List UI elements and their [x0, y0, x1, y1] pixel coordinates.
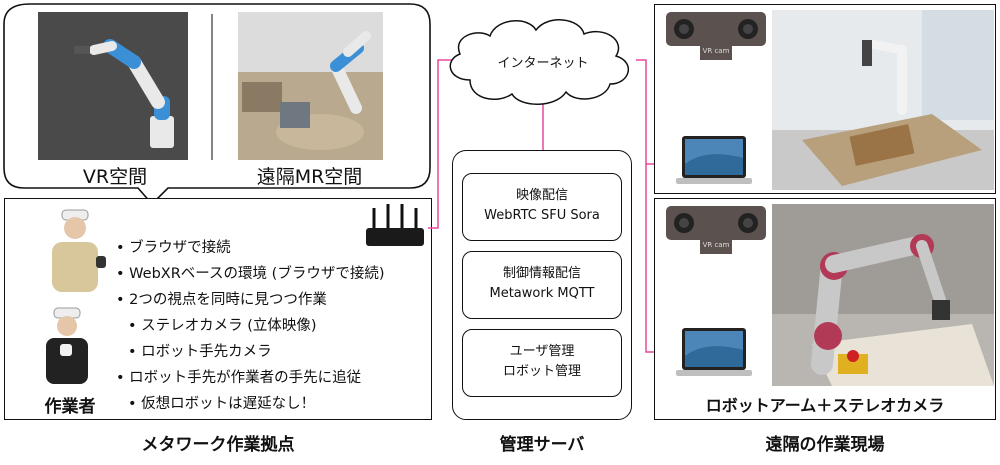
caption-management-server: 管理サーバ — [499, 435, 585, 455]
operator-standing-figure — [46, 307, 88, 384]
operator-seated-image — [40, 206, 108, 296]
robot-arm-stereo-label: ロボットアーム＋ステレオカメラ — [705, 396, 945, 415]
bullet-follow-hand: • ロボット手先が作業者の手先に追従 — [116, 370, 362, 386]
stereo-camera-bottom: VR cam — [664, 204, 768, 256]
operator-label: 作業者 — [44, 397, 96, 417]
bullet-webxr: • WebXRベースの環境 (ブラウザで接続) — [116, 266, 385, 282]
laptop-top — [676, 134, 752, 190]
robot-arm-illustration — [74, 39, 174, 148]
laptop-graphic-bottom — [676, 328, 752, 376]
stereo-camera-top: VR cam — [664, 10, 768, 62]
camera-brand-top: VR cam — [702, 47, 730, 55]
remote-mr-label: 遠隔MR空間 — [256, 166, 363, 188]
internet-label: インターネット — [497, 56, 589, 71]
stereo-camera-graphic-bottom — [666, 206, 766, 254]
bullet-browser-connect: • ブラウザで接続 — [116, 240, 231, 256]
vr-space-label: VR空間 — [82, 166, 148, 188]
video-distribution-title: 映像配信 — [515, 188, 568, 203]
robot-workcell-top — [772, 10, 994, 190]
caption-metawork-site: メタワーク作業拠点 — [141, 435, 295, 455]
operator-standing-image — [38, 304, 98, 384]
router-icon — [360, 200, 430, 250]
control-distribution-box: 制御情報配信 Metawork MQTT — [462, 251, 622, 319]
video-distribution-detail: WebRTC SFU Sora — [484, 208, 600, 223]
control-distribution-title: 制御情報配信 — [502, 266, 581, 281]
control-distribution-detail: Metawork MQTT — [489, 286, 595, 301]
bullet-stereo-camera: • ステレオカメラ (立体映像) — [128, 318, 317, 334]
remote-robot-photo-top — [772, 10, 994, 190]
caption-remote-site: 遠隔の作業現場 — [765, 435, 885, 455]
robot-management-label: ロボット管理 — [502, 364, 581, 379]
robot-workcell-bottom — [772, 204, 994, 386]
laptop-bottom — [676, 326, 752, 382]
remote-robot-photo-bottom — [772, 204, 994, 386]
remote-mr-image — [238, 12, 383, 160]
vr-space-image — [38, 12, 188, 160]
bullet-hand-camera: • ロボット手先カメラ — [128, 344, 272, 360]
camera-brand-bottom: VR cam — [702, 241, 730, 249]
stereo-camera-graphic-top — [666, 12, 766, 60]
management-box: ユーザ管理 ロボット管理 — [462, 329, 622, 397]
bullet-two-views: • 2つの視点を同時に見つつ作業 — [116, 292, 327, 308]
mr-scene-illustration — [238, 12, 383, 160]
bullet-no-latency: • 仮想ロボットは遅延なし！ — [128, 396, 316, 412]
operator-seated-figure — [52, 209, 106, 292]
router-graphic — [366, 204, 424, 246]
laptop-graphic-top — [676, 136, 752, 184]
video-distribution-box: 映像配信 WebRTC SFU Sora — [462, 173, 622, 241]
user-management-label: ユーザ管理 — [509, 344, 575, 359]
